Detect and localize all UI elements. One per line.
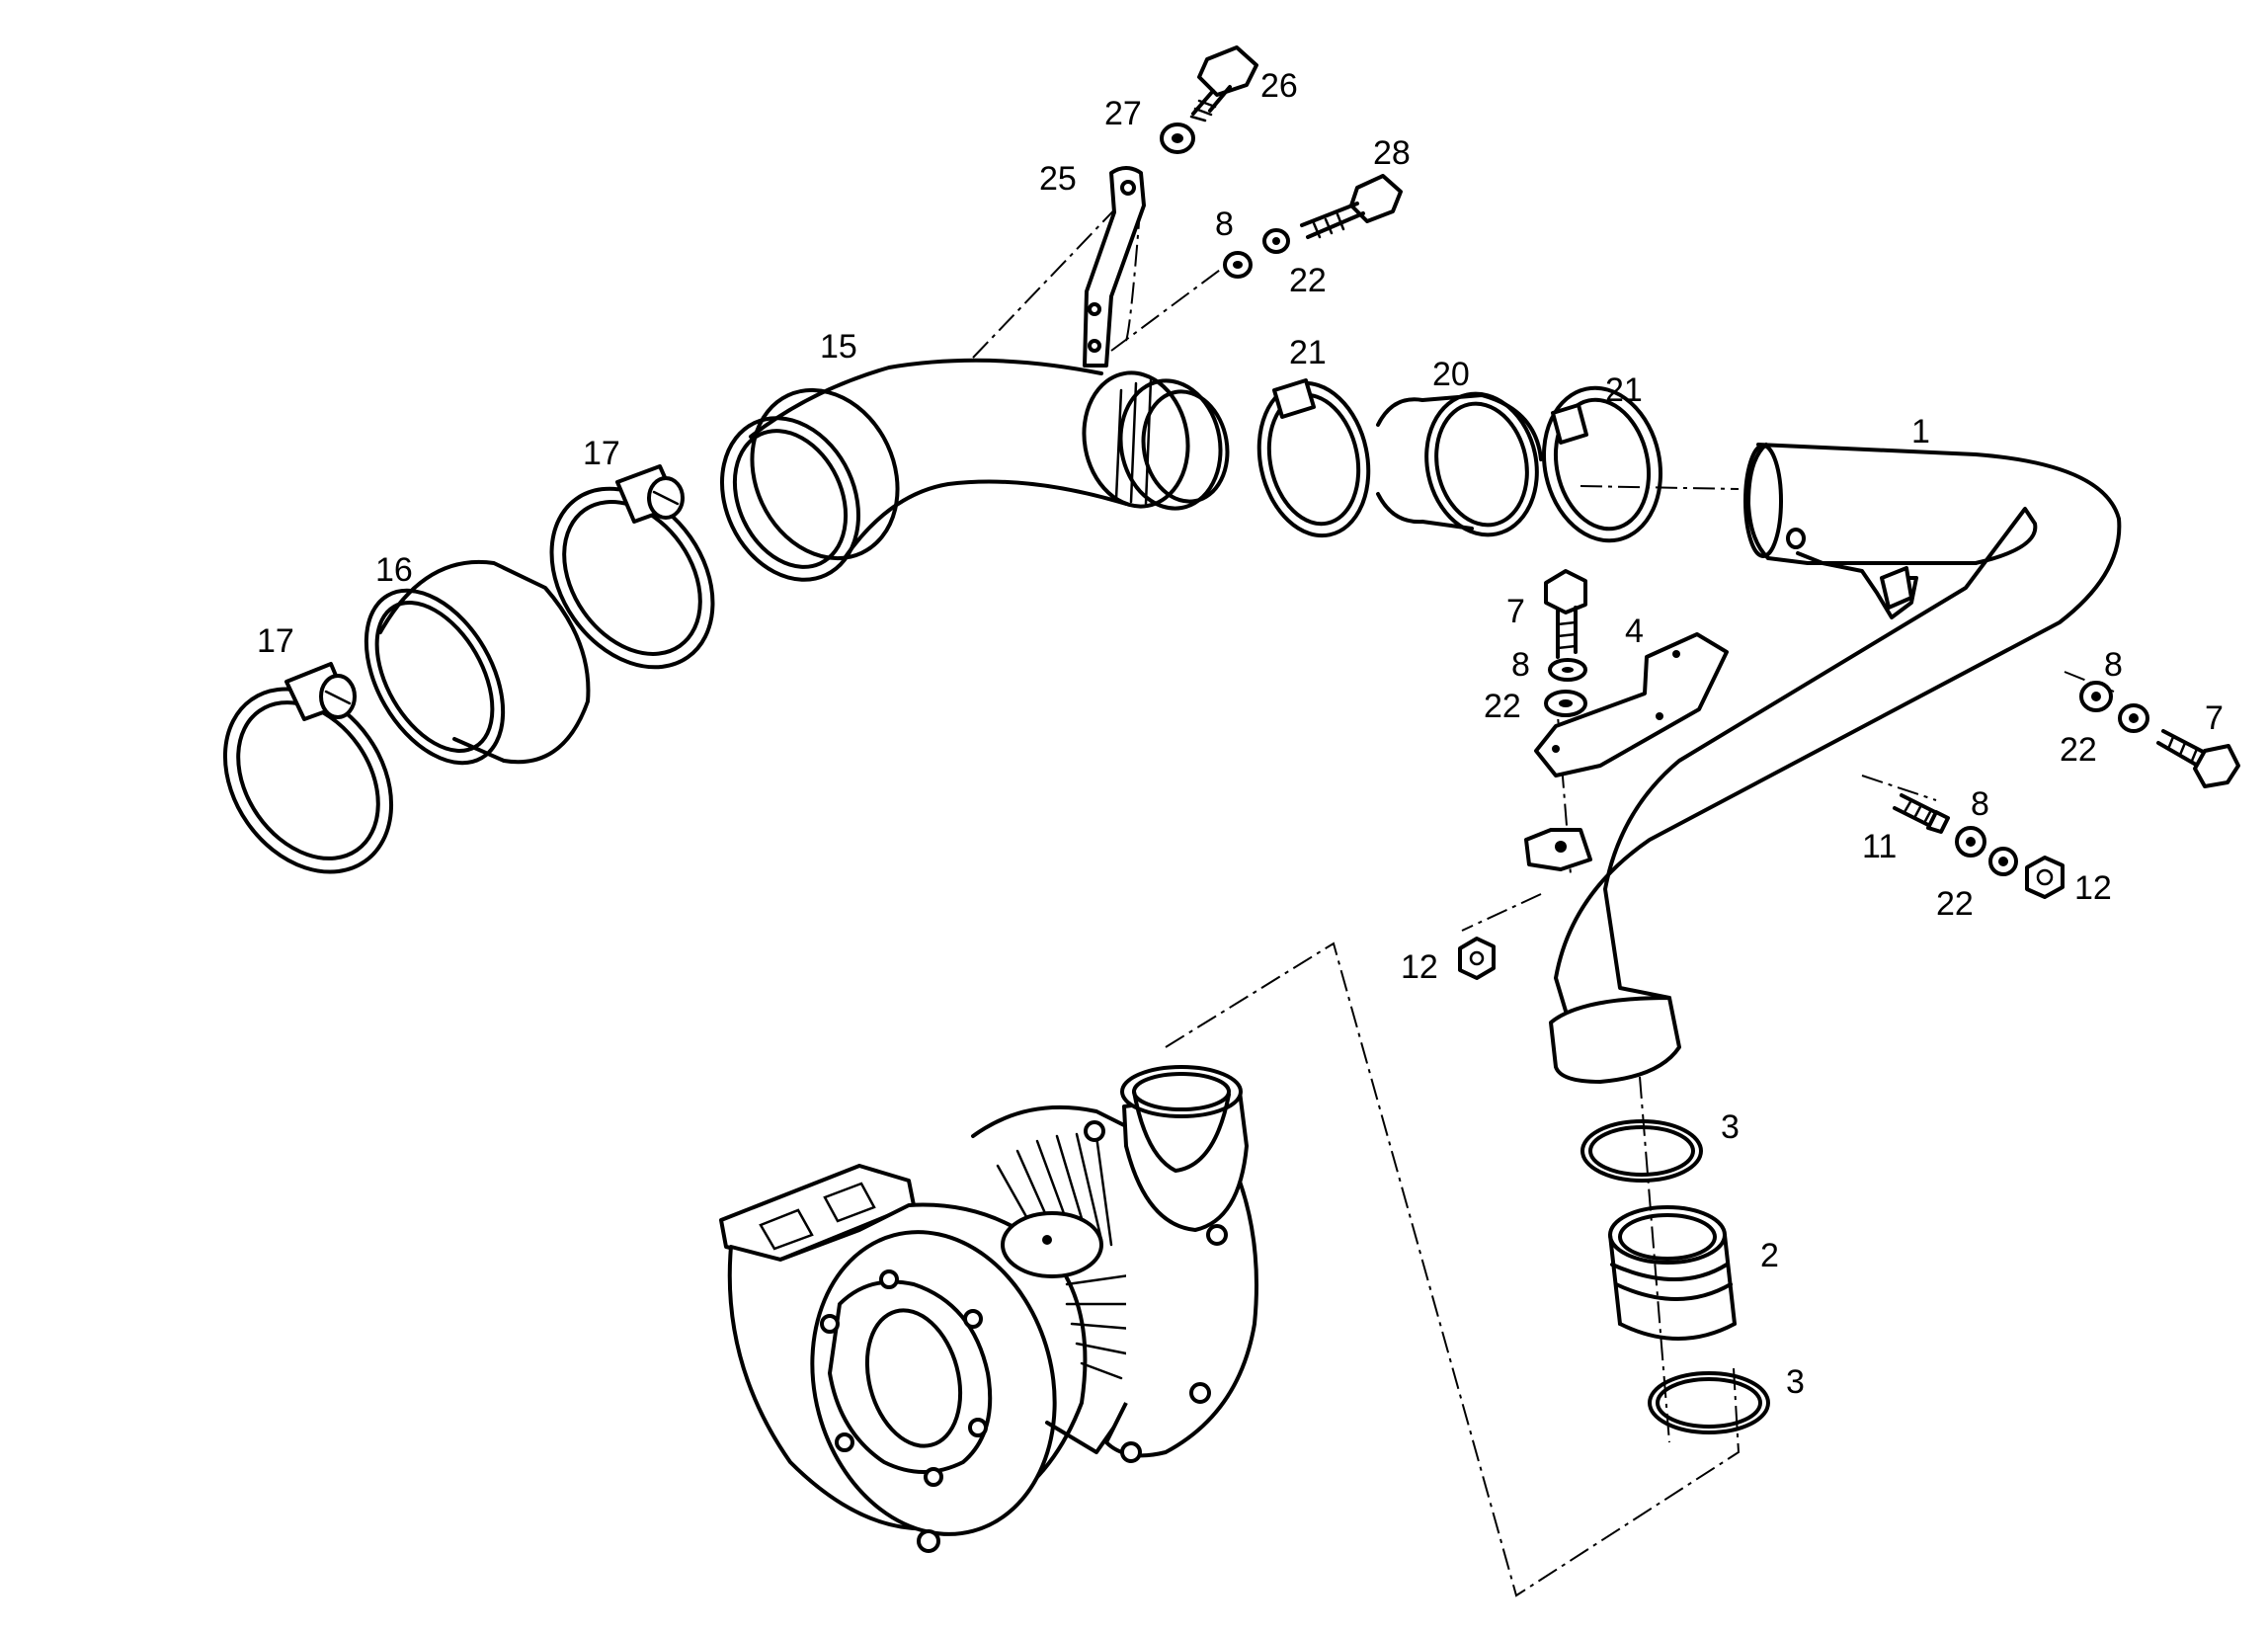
callout-1: 1 [1911, 413, 1930, 450]
callout-7-upper: 7 [1506, 593, 1525, 630]
callout-7-right: 7 [2205, 699, 2224, 737]
callout-8-right: 8 [2104, 646, 2123, 684]
callout-3-upper: 3 [1721, 1108, 1740, 1146]
washer-22-right [2118, 703, 2149, 733]
callout-26: 26 [1260, 67, 1298, 105]
washer-top [1160, 123, 1195, 154]
callout-8-top: 8 [1215, 205, 1234, 243]
callout-15: 15 [820, 328, 857, 366]
turbocharger [719, 1065, 1258, 1553]
bolt-28 [1300, 174, 1403, 239]
callout-22-mid: 22 [1484, 688, 1521, 725]
callout-8-lower: 8 [1971, 785, 1989, 823]
callout-4: 4 [1625, 613, 1644, 650]
o-ring-upper [1580, 1119, 1703, 1183]
callout-16: 16 [375, 551, 413, 589]
bolt-7-right [2156, 729, 2240, 788]
washer-8-vertical [1548, 658, 1587, 682]
hose-sleeve-middle [1376, 391, 1543, 537]
washer-upper-8 [1223, 251, 1253, 279]
callout-labels: 26 27 25 28 8 22 15 21 20 21 1 17 16 17 … [257, 67, 2224, 1401]
callout-3-lower: 3 [1786, 1363, 1805, 1401]
callout-22-top: 22 [1289, 262, 1327, 299]
callout-17-upper: 17 [583, 435, 620, 472]
hose-clamp-left [222, 662, 394, 874]
stud-11 [1893, 793, 1950, 834]
callout-25: 25 [1039, 160, 1077, 198]
nut-12-left [1458, 937, 1496, 980]
callout-22-right: 22 [2060, 731, 2097, 769]
bolt-7-vertical [1544, 569, 1587, 659]
hose-clamp-upper-left [549, 464, 715, 670]
callout-28: 28 [1373, 134, 1411, 172]
washer-22-vertical [1544, 690, 1587, 717]
callout-8-mid: 8 [1511, 646, 1530, 684]
callout-27: 27 [1104, 95, 1142, 132]
bolt-top [1189, 45, 1258, 123]
nut-12-right [2025, 856, 2065, 899]
washer-8-lower [1955, 826, 1986, 858]
washer-upper-22 [1262, 228, 1290, 254]
hose-sleeve-left [364, 559, 591, 766]
hose-clamp-right [1541, 385, 1663, 543]
o-ring-lower [1648, 1371, 1770, 1434]
mounting-plate-4 [1524, 632, 1729, 871]
support-bracket [1083, 166, 1146, 368]
intake-pipe-elbow [720, 358, 1230, 582]
hose-clamp-middle [1256, 378, 1371, 538]
washer-8-right [2079, 681, 2113, 712]
callout-12-left: 12 [1401, 948, 1438, 986]
washer-22-lower [1988, 847, 2018, 876]
callout-22-lower: 22 [1936, 885, 1974, 923]
callout-21-left: 21 [1289, 334, 1327, 371]
callout-11: 11 [1862, 828, 1897, 865]
callout-12-right: 12 [2074, 869, 2112, 907]
adapter-sleeve-2 [1608, 1205, 1737, 1341]
callout-21-right: 21 [1605, 371, 1643, 409]
callout-2: 2 [1760, 1237, 1779, 1274]
main-charge-pipe [1549, 443, 2122, 1084]
callout-17-lower: 17 [257, 622, 294, 660]
callout-20: 20 [1432, 356, 1470, 393]
